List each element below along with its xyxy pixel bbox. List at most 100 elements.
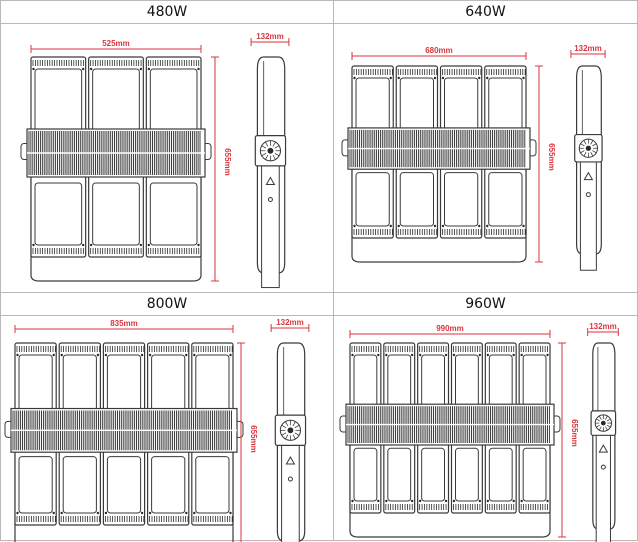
lens-upper: [149, 68, 198, 132]
led-module: [395, 65, 439, 239]
dial-tick: [294, 432, 300, 436]
screw: [478, 499, 482, 503]
lens-upper: [355, 77, 390, 132]
warning-triangle-icon: [598, 444, 609, 453]
screw: [486, 499, 490, 503]
screw: [32, 67, 35, 71]
screw: [522, 224, 525, 228]
dial-center: [267, 147, 274, 154]
screw: [512, 353, 515, 357]
panel-title: 960W: [334, 293, 637, 316]
screw: [522, 76, 525, 80]
dial-tick: [294, 424, 300, 429]
lens-lower: [421, 447, 445, 502]
dial-tick: [272, 154, 276, 160]
dial-tick: [592, 150, 597, 154]
lens-lower: [92, 182, 140, 246]
warning-triangle-icon: [285, 456, 296, 465]
panel-title: 640W: [334, 1, 637, 24]
dial-tick: [274, 145, 280, 149]
dial-tick: [281, 424, 287, 429]
screw: [104, 353, 108, 357]
height-dimension-label: 655mm: [249, 425, 258, 453]
screw: [139, 243, 143, 247]
side-arm: [281, 436, 300, 542]
depth-dimension-label: 132mm: [574, 44, 602, 53]
screw: [148, 353, 152, 357]
dial-tick: [605, 426, 608, 431]
screw: [512, 499, 515, 503]
height-dimension-label: 655mm: [570, 419, 579, 447]
screw: [444, 353, 448, 357]
dial-tick: [590, 152, 594, 157]
lens-lower: [522, 447, 547, 502]
screw: [229, 511, 232, 515]
lens-lower: [455, 447, 479, 502]
screw: [389, 76, 392, 80]
screw: [104, 511, 108, 515]
screw: [397, 76, 400, 80]
dial-tick: [580, 143, 585, 147]
dial-tick: [265, 141, 269, 147]
screw: [486, 224, 489, 228]
screw: [197, 243, 200, 247]
dial-tick: [598, 415, 602, 420]
screw: [96, 353, 100, 357]
mounting-bracket: [351, 147, 527, 263]
screw: [52, 353, 55, 357]
dial-center: [585, 145, 592, 151]
mounting-hole: [600, 464, 606, 470]
screw: [52, 511, 55, 515]
screw: [520, 353, 523, 357]
lens-lower: [387, 447, 412, 502]
screw: [139, 67, 143, 71]
lens-upper: [353, 354, 378, 409]
side-view: 132mm: [570, 44, 606, 271]
screw: [16, 353, 19, 357]
dial-tick: [605, 415, 608, 420]
lens-lower: [195, 456, 230, 514]
dial-tick: [598, 426, 602, 431]
screw: [193, 353, 196, 357]
screw: [148, 511, 152, 515]
screw: [193, 511, 196, 515]
side-arm: [595, 432, 611, 542]
width-dimension-label: 990mm: [436, 324, 464, 333]
screw: [89, 243, 93, 247]
width-dimension-label: 525mm: [102, 39, 130, 48]
dial-tick: [285, 434, 289, 440]
dial-tick: [596, 418, 600, 422]
lens-upper: [455, 354, 479, 409]
dial-tick: [261, 152, 267, 157]
lens-lower: [355, 172, 390, 227]
screw: [377, 353, 380, 357]
dial-center: [600, 420, 606, 426]
screw: [389, 224, 392, 228]
warning-triangle-icon: [583, 171, 594, 181]
side-view: 132mm: [250, 32, 290, 289]
screw: [185, 353, 188, 357]
depth-dimension-label: 132mm: [276, 318, 304, 327]
screw: [433, 224, 437, 228]
lens-lower: [34, 182, 83, 246]
screw: [89, 67, 93, 71]
lens-lower: [444, 172, 479, 227]
screw: [546, 353, 549, 357]
width-dimension-label: 680mm: [425, 46, 453, 55]
side-view: 132mm: [587, 322, 619, 542]
dial-tick: [285, 421, 289, 427]
screw: [385, 499, 388, 503]
lens-lower: [62, 456, 97, 514]
lens-upper: [421, 354, 445, 409]
screw: [353, 76, 356, 80]
screw: [418, 353, 422, 357]
dial-tick: [583, 140, 587, 145]
screw: [452, 353, 456, 357]
heat-sink: [347, 127, 531, 170]
lens-lower: [18, 456, 53, 514]
dial-tick: [292, 434, 296, 440]
dial-tick: [596, 424, 600, 428]
